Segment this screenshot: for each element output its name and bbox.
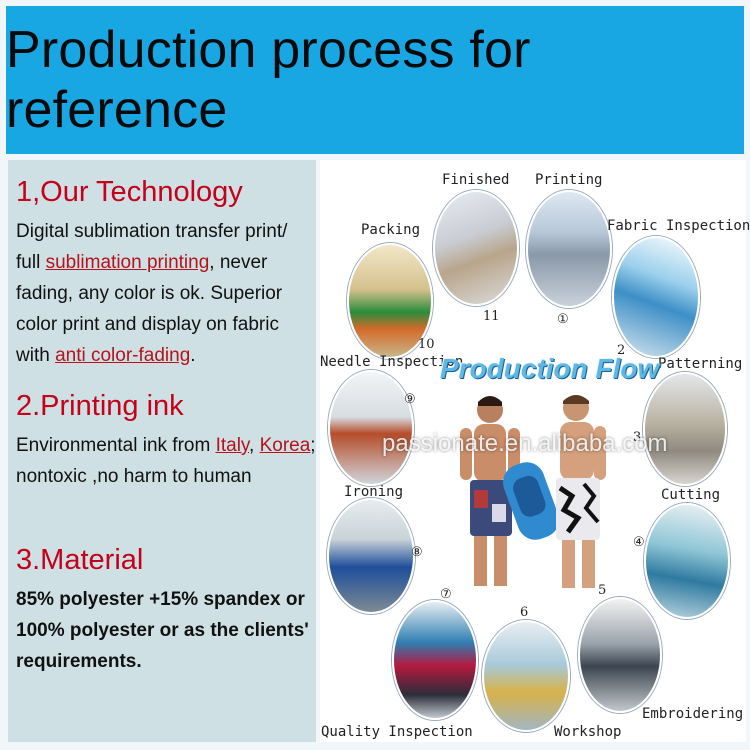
technology-text-a: Digital sublimation transfer print/ full [16, 221, 288, 273]
stage-label-workshop: Workshop [554, 724, 622, 740]
stage-number-patterning: 3 [633, 430, 642, 445]
ink-text-c: ; nontoxic ,no harm to human [16, 435, 316, 487]
stage-label-fabric-inspection: Fabric Inspection [607, 218, 750, 234]
stage-number-cutting: ④ [633, 535, 645, 550]
stage-label-ironing: Ironing [344, 484, 404, 500]
stage-label-patterning: Patterning [658, 356, 743, 372]
korea-link[interactable]: Korea [259, 435, 311, 456]
stage-label-needle-inspection: Needle Inspection [320, 354, 464, 370]
ink-text-a: Environmental ink from [16, 435, 216, 456]
technology-text-c: . [190, 345, 196, 366]
stage-label-cutting: Cutting [661, 487, 721, 503]
anti-color-fading-link[interactable]: anti color-fading [55, 345, 191, 366]
stage-number-ironing: ⑧ [411, 545, 423, 560]
stage-label-packing: Packing [361, 222, 421, 238]
italy-link[interactable]: Italy [215, 435, 250, 456]
ink-text-b: , [249, 435, 260, 456]
stage-number-finished: 11 [483, 309, 500, 324]
production-flow-title: Production Flow [440, 353, 660, 384]
title-banner: Production process for reference [6, 6, 744, 154]
swimwear-models-illustration [460, 395, 606, 588]
technology-text: Digital sublimation transfer print/ full… [16, 216, 316, 371]
watermark-text: passionate.en.alibaba.com [382, 430, 668, 457]
embroidering-photo [578, 597, 662, 713]
page-title: Production process for reference [6, 21, 531, 139]
sublimation-printing-link[interactable]: sublimation printing [45, 252, 210, 273]
material-heading: 3.Material [16, 544, 144, 576]
patterning-photo [643, 372, 727, 486]
workshop-photo [482, 620, 570, 732]
stage-label-printing: Printing [535, 172, 603, 188]
stage-number-quality-inspection: ⑦ [440, 587, 452, 602]
printing-photo [526, 190, 612, 308]
info-panel: 1,Our Technology Digital sublimation tra… [8, 160, 316, 742]
ink-heading: 2.Printing ink [16, 390, 184, 422]
technology-heading: 1,Our Technology [16, 176, 243, 208]
stage-number-embroidering: 5 [598, 583, 607, 598]
fabric-inspection-photo [612, 236, 700, 358]
stage-number-fabric-inspection: 2 [617, 343, 626, 358]
finished-photo [433, 190, 519, 306]
stage-label-embroidering: Embroidering [642, 706, 744, 722]
ink-text: Environmental ink from Italy, Korea; non… [16, 430, 316, 492]
stage-number-printing: ① [557, 312, 569, 327]
stage-number-workshop: 6 [520, 605, 529, 620]
packing-photo [347, 243, 433, 359]
technology-text-b: , never fading, any color is ok. Superio… [16, 252, 283, 366]
stage-number-needle-inspection: ⑨ [404, 392, 416, 407]
ironing-photo [327, 498, 415, 614]
needle-inspection-photo [328, 370, 414, 486]
cutting-photo [644, 503, 730, 619]
stage-number-packing: 10 [418, 337, 435, 352]
stage-label-quality-inspection: Quality Inspection [321, 724, 473, 740]
stage-label-finished: Finished [442, 172, 510, 188]
quality-inspection-photo [392, 600, 478, 720]
material-text: 85% polyester +15% spandex or 100% polye… [16, 589, 309, 672]
